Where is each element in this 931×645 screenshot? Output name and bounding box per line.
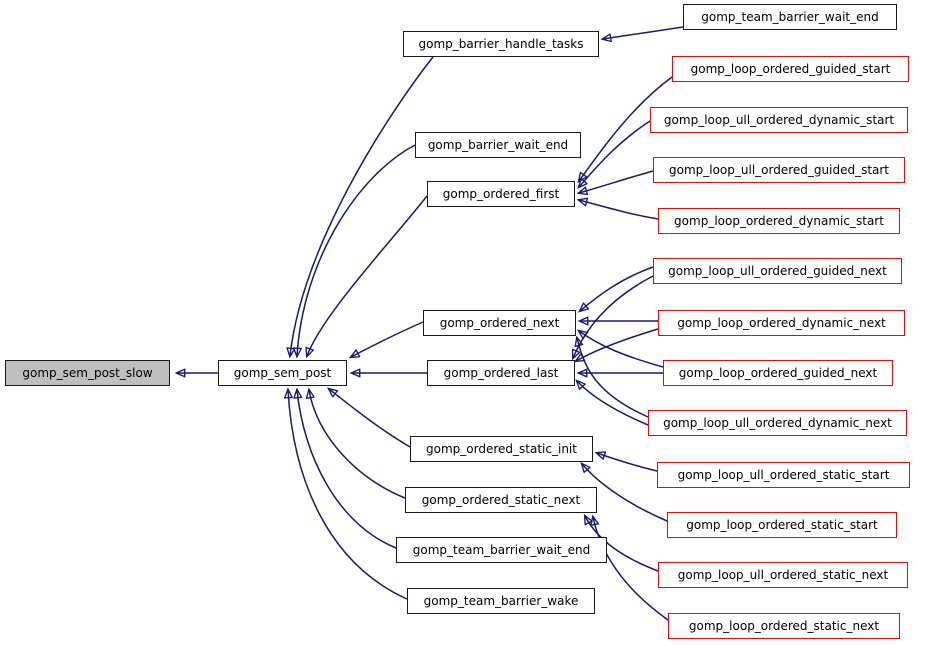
node-gomp-loop-ull-ordered-guided-next[interactable]: gomp_loop_ull_ordered_guided_next: [653, 258, 902, 284]
node-gomp-loop-ordered-guided-next[interactable]: gomp_loop_ordered_guided_next: [663, 360, 893, 386]
node-gomp-loop-ull-ordered-static-next[interactable]: gomp_loop_ull_ordered_static_next: [658, 562, 908, 588]
edge-gomp_loop_ordered_guided_start-to-gomp_ordered_first: [579, 76, 673, 181]
node-gomp-barrier-wait-end[interactable]: gomp_barrier_wait_end: [415, 132, 581, 158]
edge-gomp_loop_ull_ordered_guided_next-to-gomp_ordered_last: [573, 275, 654, 358]
node-gomp-team-barrier-wait-end-top[interactable]: gomp_team_barrier_wait_end: [683, 4, 897, 30]
edge-gomp_loop_ull_ordered_guided_start-to-gomp_ordered_first: [579, 170, 654, 193]
node-gomp-barrier-handle-tasks[interactable]: gomp_barrier_handle_tasks: [403, 31, 599, 57]
edge-gomp_ordered_next-to-gomp_sem_post: [351, 321, 424, 357]
edge-gomp_ordered_first-to-gomp_sem_post: [307, 195, 428, 356]
edge-gomp_team_barrier_wake-to-gomp_sem_post: [288, 390, 408, 600]
edge-gomp_loop_ull_ordered_static_next-to-gomp_ordered_static_next: [585, 516, 659, 572]
edge-gomp_loop_ordered_static_next-to-gomp_ordered_static_next: [593, 517, 669, 621]
edge-gomp_ordered_static_init-to-gomp_sem_post: [329, 389, 411, 448]
node-gomp-loop-ull-ordered-dynamic-next[interactable]: gomp_loop_ull_ordered_dynamic_next: [648, 410, 907, 436]
node-gomp-ordered-static-init[interactable]: gomp_ordered_static_init: [410, 436, 593, 462]
edge-gomp_ordered_static_next-to-gomp_sem_post: [309, 390, 406, 499]
edge-gomp_loop_ull_ordered_dynamic_start-to-gomp_ordered_first: [579, 120, 651, 187]
edge-gomp_loop_ull_ordered_dynamic_next-to-gomp_ordered_last: [577, 381, 649, 426]
node-gomp-loop-ordered-guided-start[interactable]: gomp_loop_ordered_guided_start: [672, 56, 909, 82]
node-gomp-loop-ordered-static-start[interactable]: gomp_loop_ordered_static_start: [667, 512, 897, 538]
node-gomp-team-barrier-wait-end-bottom[interactable]: gomp_team_barrier_wait_end: [396, 537, 607, 563]
node-gomp-team-barrier-wake[interactable]: gomp_team_barrier_wake: [407, 588, 595, 614]
edge-gomp_loop_ordered_guided_next-to-gomp_ordered_next: [579, 331, 664, 368]
node-gomp-sem-post[interactable]: gomp_sem_post: [218, 360, 347, 386]
edge-gomp_loop_ull_ordered_static_start-to-gomp_ordered_static_init: [597, 453, 658, 472]
node-gomp-loop-ordered-static-next[interactable]: gomp_loop_ordered_static_next: [668, 613, 900, 639]
edge-gomp_team_barrier_wait_end_bottom-to-gomp_sem_post: [297, 390, 397, 549]
node-gomp-ordered-last[interactable]: gomp_ordered_last: [427, 360, 575, 386]
node-gomp-loop-ordered-dynamic-start[interactable]: gomp_loop_ordered_dynamic_start: [658, 208, 900, 234]
node-gomp-loop-ull-ordered-dynamic-start[interactable]: gomp_loop_ull_ordered_dynamic_start: [650, 107, 908, 133]
node-gomp-ordered-next[interactable]: gomp_ordered_next: [423, 310, 576, 336]
edge-gomp_loop_ordered_dynamic_next-to-gomp_ordered_last: [576, 328, 659, 361]
node-gomp-ordered-static-next[interactable]: gomp_ordered_static_next: [405, 487, 597, 513]
node-gomp-loop-ull-ordered-static-start[interactable]: gomp_loop_ull_ordered_static_start: [657, 462, 910, 488]
edge-gomp_barrier_wait_end-to-gomp_sem_post: [297, 144, 416, 356]
edge-gomp_team_barrier_wait_end_top-to-gomp_barrier_handle_tasks: [603, 26, 684, 39]
edge-gomp_loop_ull_ordered_guided_next-to-gomp_ordered_next: [580, 266, 654, 311]
node-gomp-sem-post-slow: gomp_sem_post_slow: [5, 360, 170, 386]
edge-gomp_barrier_handle_tasks-to-gomp_sem_post: [290, 56, 434, 356]
node-gomp-ordered-first[interactable]: gomp_ordered_first: [427, 181, 575, 207]
node-gomp-loop-ordered-dynamic-next[interactable]: gomp_loop_ordered_dynamic_next: [658, 310, 905, 336]
edge-gomp_loop_ordered_static_start-to-gomp_ordered_static_init: [582, 464, 668, 522]
edge-gomp_loop_ull_ordered_dynamic_next-to-gomp_ordered_next: [577, 338, 649, 418]
node-gomp-loop-ull-ordered-guided-start[interactable]: gomp_loop_ull_ordered_guided_start: [653, 157, 905, 183]
edge-gomp_loop_ordered_dynamic_start-to-gomp_ordered_first: [579, 200, 659, 220]
